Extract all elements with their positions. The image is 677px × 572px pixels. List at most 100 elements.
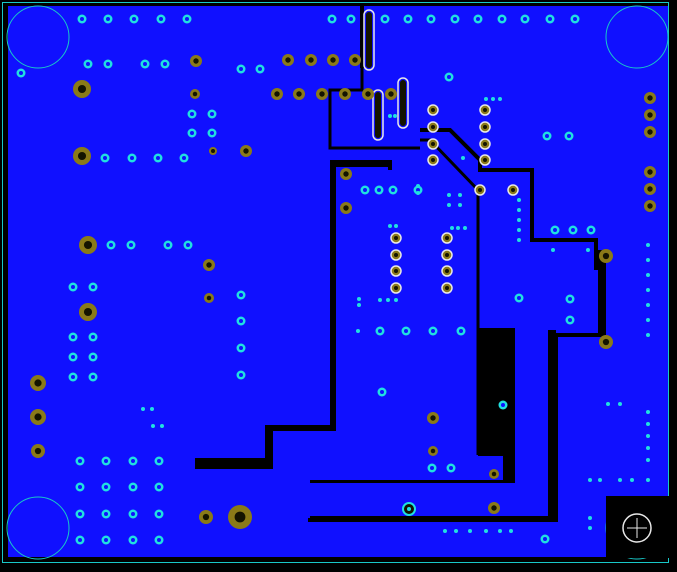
via	[128, 509, 138, 519]
via	[75, 456, 85, 466]
via	[388, 185, 398, 195]
via	[236, 64, 246, 74]
plated-pad	[73, 80, 91, 98]
via	[514, 293, 524, 303]
via	[103, 14, 113, 24]
white-ring-pad	[427, 138, 439, 150]
plated-pad	[428, 446, 438, 456]
micro-via	[646, 318, 650, 322]
via	[456, 326, 466, 336]
via	[570, 14, 580, 24]
via	[154, 535, 164, 545]
micro-via	[357, 297, 361, 301]
micro-via	[394, 298, 398, 302]
white-ring-pad	[479, 121, 491, 133]
plated-pad	[599, 249, 613, 263]
via	[473, 14, 483, 24]
via	[380, 14, 390, 24]
via	[542, 131, 552, 141]
micro-via	[646, 410, 650, 414]
micro-via	[468, 529, 472, 533]
white-ring-pad	[390, 249, 402, 261]
fiducial-mark	[622, 513, 652, 543]
via	[236, 290, 246, 300]
via	[129, 14, 139, 24]
micro-via	[416, 191, 420, 195]
plated-pad	[305, 54, 317, 66]
via	[374, 185, 384, 195]
via	[68, 352, 78, 362]
gap-bottom-line-1	[310, 480, 515, 483]
plated-pad	[340, 202, 352, 214]
white-ring-pad	[390, 282, 402, 294]
via	[187, 109, 197, 119]
micro-via	[517, 198, 521, 202]
via	[236, 370, 246, 380]
plated-pad	[190, 89, 200, 99]
via	[101, 482, 111, 492]
via	[126, 240, 136, 250]
via	[154, 509, 164, 519]
micro-via	[646, 288, 650, 292]
via	[68, 372, 78, 382]
plated-pad	[282, 54, 294, 66]
gap-thick-bar-tail	[503, 328, 515, 480]
via	[88, 352, 98, 362]
micro-via	[393, 114, 397, 118]
plated-pad	[362, 88, 374, 100]
via	[68, 332, 78, 342]
via	[106, 240, 116, 250]
micro-via	[386, 298, 390, 302]
via	[565, 315, 575, 325]
via	[427, 463, 437, 473]
micro-via	[461, 156, 465, 160]
white-ring-pad	[427, 104, 439, 116]
via	[128, 482, 138, 492]
plated-pads	[30, 54, 656, 529]
micro-via	[463, 226, 467, 230]
micro-via	[646, 446, 650, 450]
micro-via	[447, 193, 451, 197]
gap-right-channel	[548, 330, 556, 520]
via	[75, 482, 85, 492]
white-ring-pad	[474, 184, 486, 196]
via	[153, 153, 163, 163]
micro-via	[484, 529, 488, 533]
via	[101, 509, 111, 519]
micro-via	[357, 303, 361, 307]
board-outline	[2, 2, 669, 563]
via	[179, 153, 189, 163]
plated-pad	[340, 168, 352, 180]
plated-pad	[644, 183, 656, 195]
via	[255, 64, 265, 74]
plated-pad	[30, 409, 46, 425]
via	[77, 14, 87, 24]
white-ring-pad	[479, 138, 491, 150]
via	[550, 225, 560, 235]
micro-via	[517, 228, 521, 232]
slot-pad-2-hole	[375, 92, 381, 138]
micro-via	[598, 478, 602, 482]
micro-via	[646, 478, 650, 482]
white-ring-pad	[390, 265, 402, 277]
micro-via	[450, 226, 454, 230]
plated-pad	[199, 510, 213, 524]
via	[413, 185, 423, 195]
mounting-hole-top-left	[6, 5, 70, 69]
plated-pad	[228, 505, 252, 529]
plated-pad	[204, 293, 214, 303]
plated-pad	[489, 469, 499, 479]
white-ring-pad	[479, 154, 491, 166]
micro-via	[443, 529, 447, 533]
via	[236, 316, 246, 326]
micro-via	[150, 407, 154, 411]
micro-via	[458, 203, 462, 207]
via	[100, 153, 110, 163]
plated-pad	[385, 88, 397, 100]
plated-pad	[644, 166, 656, 178]
via	[88, 372, 98, 382]
via	[498, 400, 508, 410]
micro-via	[517, 218, 521, 222]
